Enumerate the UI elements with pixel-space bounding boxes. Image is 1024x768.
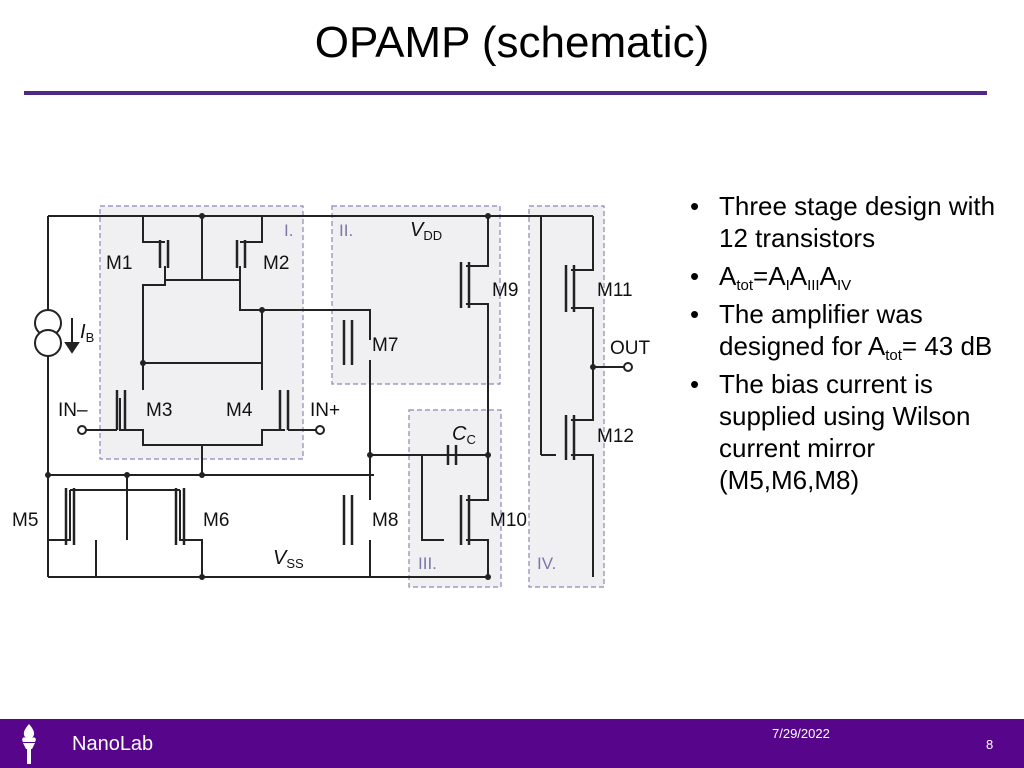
title-divider: [24, 91, 987, 95]
in-plus-port: [315, 425, 325, 435]
stage-label-3: III.: [418, 554, 437, 573]
label-out: OUT: [610, 338, 651, 359]
label-in-minus: IN–: [58, 400, 88, 421]
label-m5: M5: [12, 510, 38, 531]
label-vss: VSS: [273, 547, 304, 571]
nodes: [45, 213, 596, 580]
label-vdd: VDD: [410, 219, 442, 243]
bullet-gain-formula: Atot=AIAIIIAIV: [690, 260, 1010, 293]
footer-bar: [0, 719, 1024, 768]
capacitor-cc: [446, 445, 458, 465]
label-m2: M2: [263, 253, 289, 274]
stage-label-4: IV.: [537, 554, 556, 573]
footer-lab-name: NanoLab: [72, 733, 154, 755]
label-m11: M11: [597, 280, 633, 301]
slide-title: OPAMP (schematic): [314, 18, 710, 67]
stage-label-1: I.: [284, 221, 293, 240]
label-cc: CC: [452, 423, 476, 447]
transistor-glyphs: [64, 240, 576, 545]
bullet-stages: Three stage design with 12 transistors: [690, 190, 1010, 254]
slide-number: 8: [986, 737, 994, 752]
footer-date: 7/29/2022: [772, 726, 830, 741]
bias-arrow-icon: [64, 318, 80, 354]
label-m10: M10: [490, 510, 527, 531]
label-m8: M8: [372, 510, 398, 531]
label-ib: IB: [80, 321, 94, 345]
bullet-bias: The bias current is supplied using Wilso…: [690, 368, 1010, 496]
wires: [47, 215, 624, 578]
label-m12: M12: [597, 426, 634, 447]
label-m6: M6: [203, 510, 229, 531]
label-m4: M4: [226, 400, 253, 421]
stage-3-box: [408, 409, 502, 588]
label-m1: M1: [106, 253, 132, 274]
current-source-icon: [34, 309, 62, 357]
stage-label-2: II.: [339, 221, 353, 240]
torch-logo-icon: [22, 724, 36, 764]
port-circles: [77, 362, 633, 435]
bullet-gain-target: The amplifier was designed for Atot= 43 …: [690, 298, 1010, 363]
bullet-list: Three stage design with 12 transistors A…: [690, 190, 1010, 502]
stage-2-box: [331, 205, 501, 385]
label-m9: M9: [492, 280, 518, 301]
opamp-schematic: I. II. III. IV.: [12, 205, 651, 588]
in-minus-port: [77, 425, 87, 435]
label-m7: M7: [372, 335, 398, 356]
label-m3: M3: [146, 400, 172, 421]
label-in-plus: IN+: [310, 400, 340, 421]
out-port: [623, 362, 633, 372]
